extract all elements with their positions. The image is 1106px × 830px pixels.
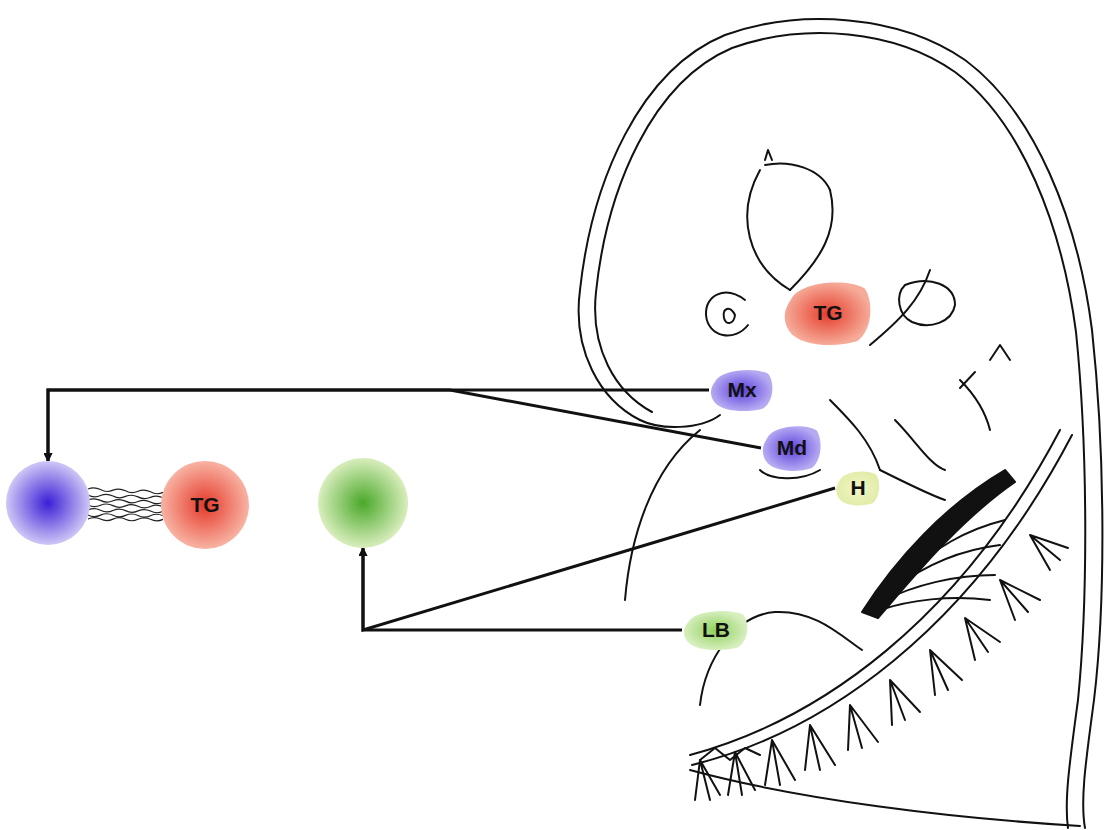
nerve-fiber (895, 545, 1000, 588)
region-label: LB (702, 618, 730, 641)
projection-arrow (48, 390, 761, 461)
eye-lens (724, 309, 735, 323)
ganglion (890, 680, 920, 725)
ganglion (695, 760, 720, 800)
limb-bud-region-fill (684, 611, 747, 650)
trigeminal-ganglion: TG (782, 278, 874, 348)
otic-vesicle (899, 281, 955, 325)
ganglion (965, 618, 1000, 660)
trigeminal-ganglion-fill (785, 283, 871, 345)
neural-tube (692, 435, 1072, 765)
ganglion (848, 705, 878, 750)
ganglion (1000, 580, 1040, 620)
target-field-circle-fill (6, 461, 90, 545)
nerve-fiber (905, 520, 1005, 576)
region-label: Md (777, 436, 807, 459)
ganglion-explant-circle-fill (161, 461, 249, 549)
somite-line (700, 748, 760, 760)
mandibular-region: Md (761, 423, 823, 473)
target-field-circle-shape (6, 461, 90, 545)
axon-fiber (88, 499, 163, 504)
projection-arrow (363, 488, 835, 630)
axon-fiber (88, 494, 163, 498)
region-label: H (850, 476, 865, 499)
arch-line (960, 380, 990, 430)
arch-line (880, 470, 945, 500)
brain-line (765, 150, 772, 160)
nerve-fiber (885, 575, 995, 600)
region-label: TG (813, 301, 842, 324)
arch-line (895, 420, 945, 470)
eye (706, 293, 748, 336)
axon-fiber (88, 509, 163, 513)
limb-bud-outline (700, 612, 862, 705)
nerve-mark (990, 345, 1010, 360)
ganglion (1030, 535, 1068, 570)
mandibular-region-fill (763, 426, 821, 471)
maxillary-region-fill (711, 370, 773, 411)
arch-line (760, 470, 820, 478)
limb-bud-region: LB (682, 608, 750, 652)
arch-line (830, 400, 880, 470)
ganglion (765, 740, 795, 785)
neural-tube (690, 430, 1060, 755)
brain-line (747, 170, 790, 290)
target-field-circle (6, 461, 90, 545)
control-field-circle-fill (318, 458, 408, 548)
maxillary-region: Mx (709, 367, 775, 413)
nerve-fiber (880, 598, 990, 610)
control-field-circle (318, 458, 408, 548)
embryo-outline (579, 19, 1103, 828)
ganglion-explant-circle: TG (161, 461, 249, 549)
face-line (625, 430, 700, 600)
axon-fiber (88, 514, 163, 517)
ganglion (930, 650, 962, 695)
axon-fiber (88, 488, 163, 494)
brain-line (790, 190, 833, 290)
brain-line (765, 164, 830, 190)
axon-fibers (88, 488, 163, 521)
region-label: TG (190, 493, 219, 516)
hyoid-region: H (835, 469, 881, 507)
axon-fiber (88, 504, 163, 508)
projection-arrow (363, 548, 682, 630)
nerve-fan (862, 470, 1015, 618)
nerve-mark (960, 372, 975, 388)
projection-arrow (48, 390, 709, 461)
region-label: Mx (727, 378, 756, 401)
arch-line (640, 415, 720, 427)
axon-fiber (88, 518, 163, 521)
control-field-circle-shape (318, 458, 408, 548)
hyoid-region-fill (836, 471, 879, 505)
ganglion (805, 725, 835, 770)
